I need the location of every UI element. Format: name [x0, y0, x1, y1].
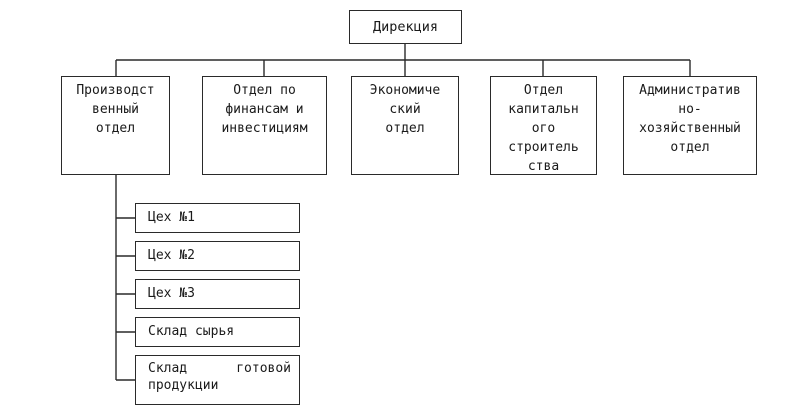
- directorate-box: Дирекция: [349, 10, 462, 44]
- unit-label: Цех №1: [148, 210, 195, 225]
- unit-label: Цех №2: [148, 248, 195, 263]
- unit-box-workshop-1: Цех №1: [135, 203, 300, 233]
- unit-box-workshop-2: Цех №2: [135, 241, 300, 271]
- department-box-capital-construction: Отдел капитальн ого строитель ства: [490, 76, 597, 175]
- unit-box-finished-goods-warehouse: Склад готовой продукции: [135, 355, 300, 405]
- department-box-economic: Экономиче ский отдел: [351, 76, 459, 175]
- unit-box-raw-materials-warehouse: Склад сырья: [135, 317, 300, 347]
- directorate-label: Дирекция: [372, 19, 439, 35]
- department-box-finance: Отдел по финансам и инвестициям: [202, 76, 327, 175]
- unit-box-workshop-3: Цех №3: [135, 279, 300, 309]
- department-box-production: Производст венный отдел: [61, 76, 170, 175]
- department-box-administrative: Административ но- хозяйственный отдел: [623, 76, 757, 175]
- unit-label: Склад сырья: [148, 324, 235, 339]
- unit-label: Цех №3: [148, 286, 195, 301]
